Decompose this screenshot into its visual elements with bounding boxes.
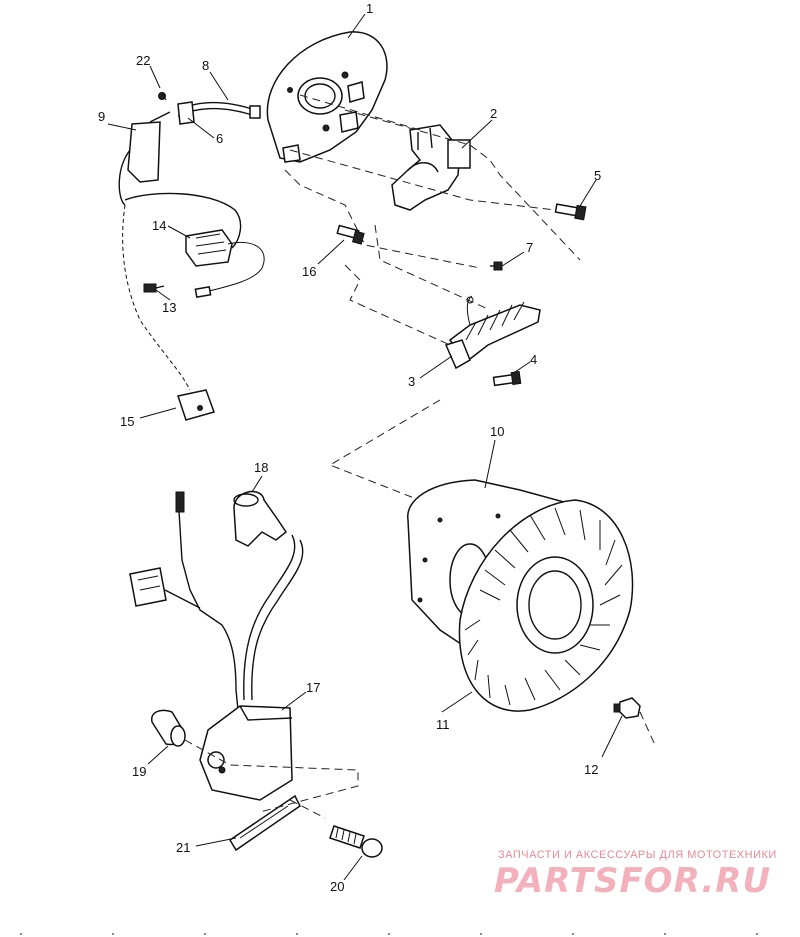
ignition-coil (129, 491, 304, 801)
callout-14: 14 (152, 218, 166, 233)
spark-plug-cap (233, 490, 288, 547)
watermark-logo: PARTSFOR.RU (494, 861, 771, 901)
wiring-harness (118, 91, 261, 249)
alignment-lines-bottom (184, 711, 656, 819)
mounting-bracket (391, 124, 471, 211)
leader-lines (107, 13, 623, 881)
callout-12: 12 (584, 762, 598, 777)
watermark: ЗАПЧАСТИ И АКСЕССУАРЫ ДЛЯ МОТОТЕХНИКИ PA… (494, 849, 777, 901)
lighting-coil (444, 295, 541, 370)
callout-6: 6 (216, 131, 223, 146)
callout-16: 16 (302, 264, 316, 279)
callout-1: 1 (366, 1, 373, 16)
bolt-20 (329, 825, 383, 858)
callout-labels: 1 2 3 4 5 6 7 8 9 10 11 12 13 14 15 16 1… (98, 1, 601, 894)
callout-3: 3 (408, 374, 415, 389)
screw-7 (490, 261, 503, 271)
callout-4: 4 (530, 352, 537, 367)
screw-5 (554, 203, 587, 221)
mounting-plate (228, 794, 301, 852)
callout-5: 5 (594, 168, 601, 183)
cooling-fan (458, 499, 634, 712)
stator-plate (266, 31, 388, 163)
callout-8: 8 (202, 58, 209, 73)
watermark-tagline: ЗАПЧАСТИ И АКСЕССУАРЫ ДЛЯ МОТОТЕХНИКИ (498, 849, 777, 861)
callout-7: 7 (526, 240, 533, 255)
callout-17: 17 (306, 680, 320, 695)
terminal-13 (143, 283, 165, 293)
callout-11: 11 (436, 717, 450, 732)
screw-16 (336, 224, 365, 245)
callout-20: 20 (330, 879, 344, 894)
callout-22: 22 (136, 53, 150, 68)
callout-9: 9 (98, 109, 105, 124)
connector-15 (122, 204, 215, 421)
nut-12 (613, 697, 641, 719)
spacer-19 (151, 709, 186, 747)
callout-19: 19 (132, 764, 146, 779)
callout-18: 18 (254, 460, 268, 475)
screw-4 (492, 370, 522, 387)
callout-15: 15 (120, 414, 134, 429)
regulator-14 (185, 229, 265, 299)
callout-10: 10 (490, 424, 504, 439)
callout-2: 2 (490, 106, 497, 121)
callout-21: 21 (176, 840, 190, 855)
callout-13: 13 (162, 300, 176, 315)
